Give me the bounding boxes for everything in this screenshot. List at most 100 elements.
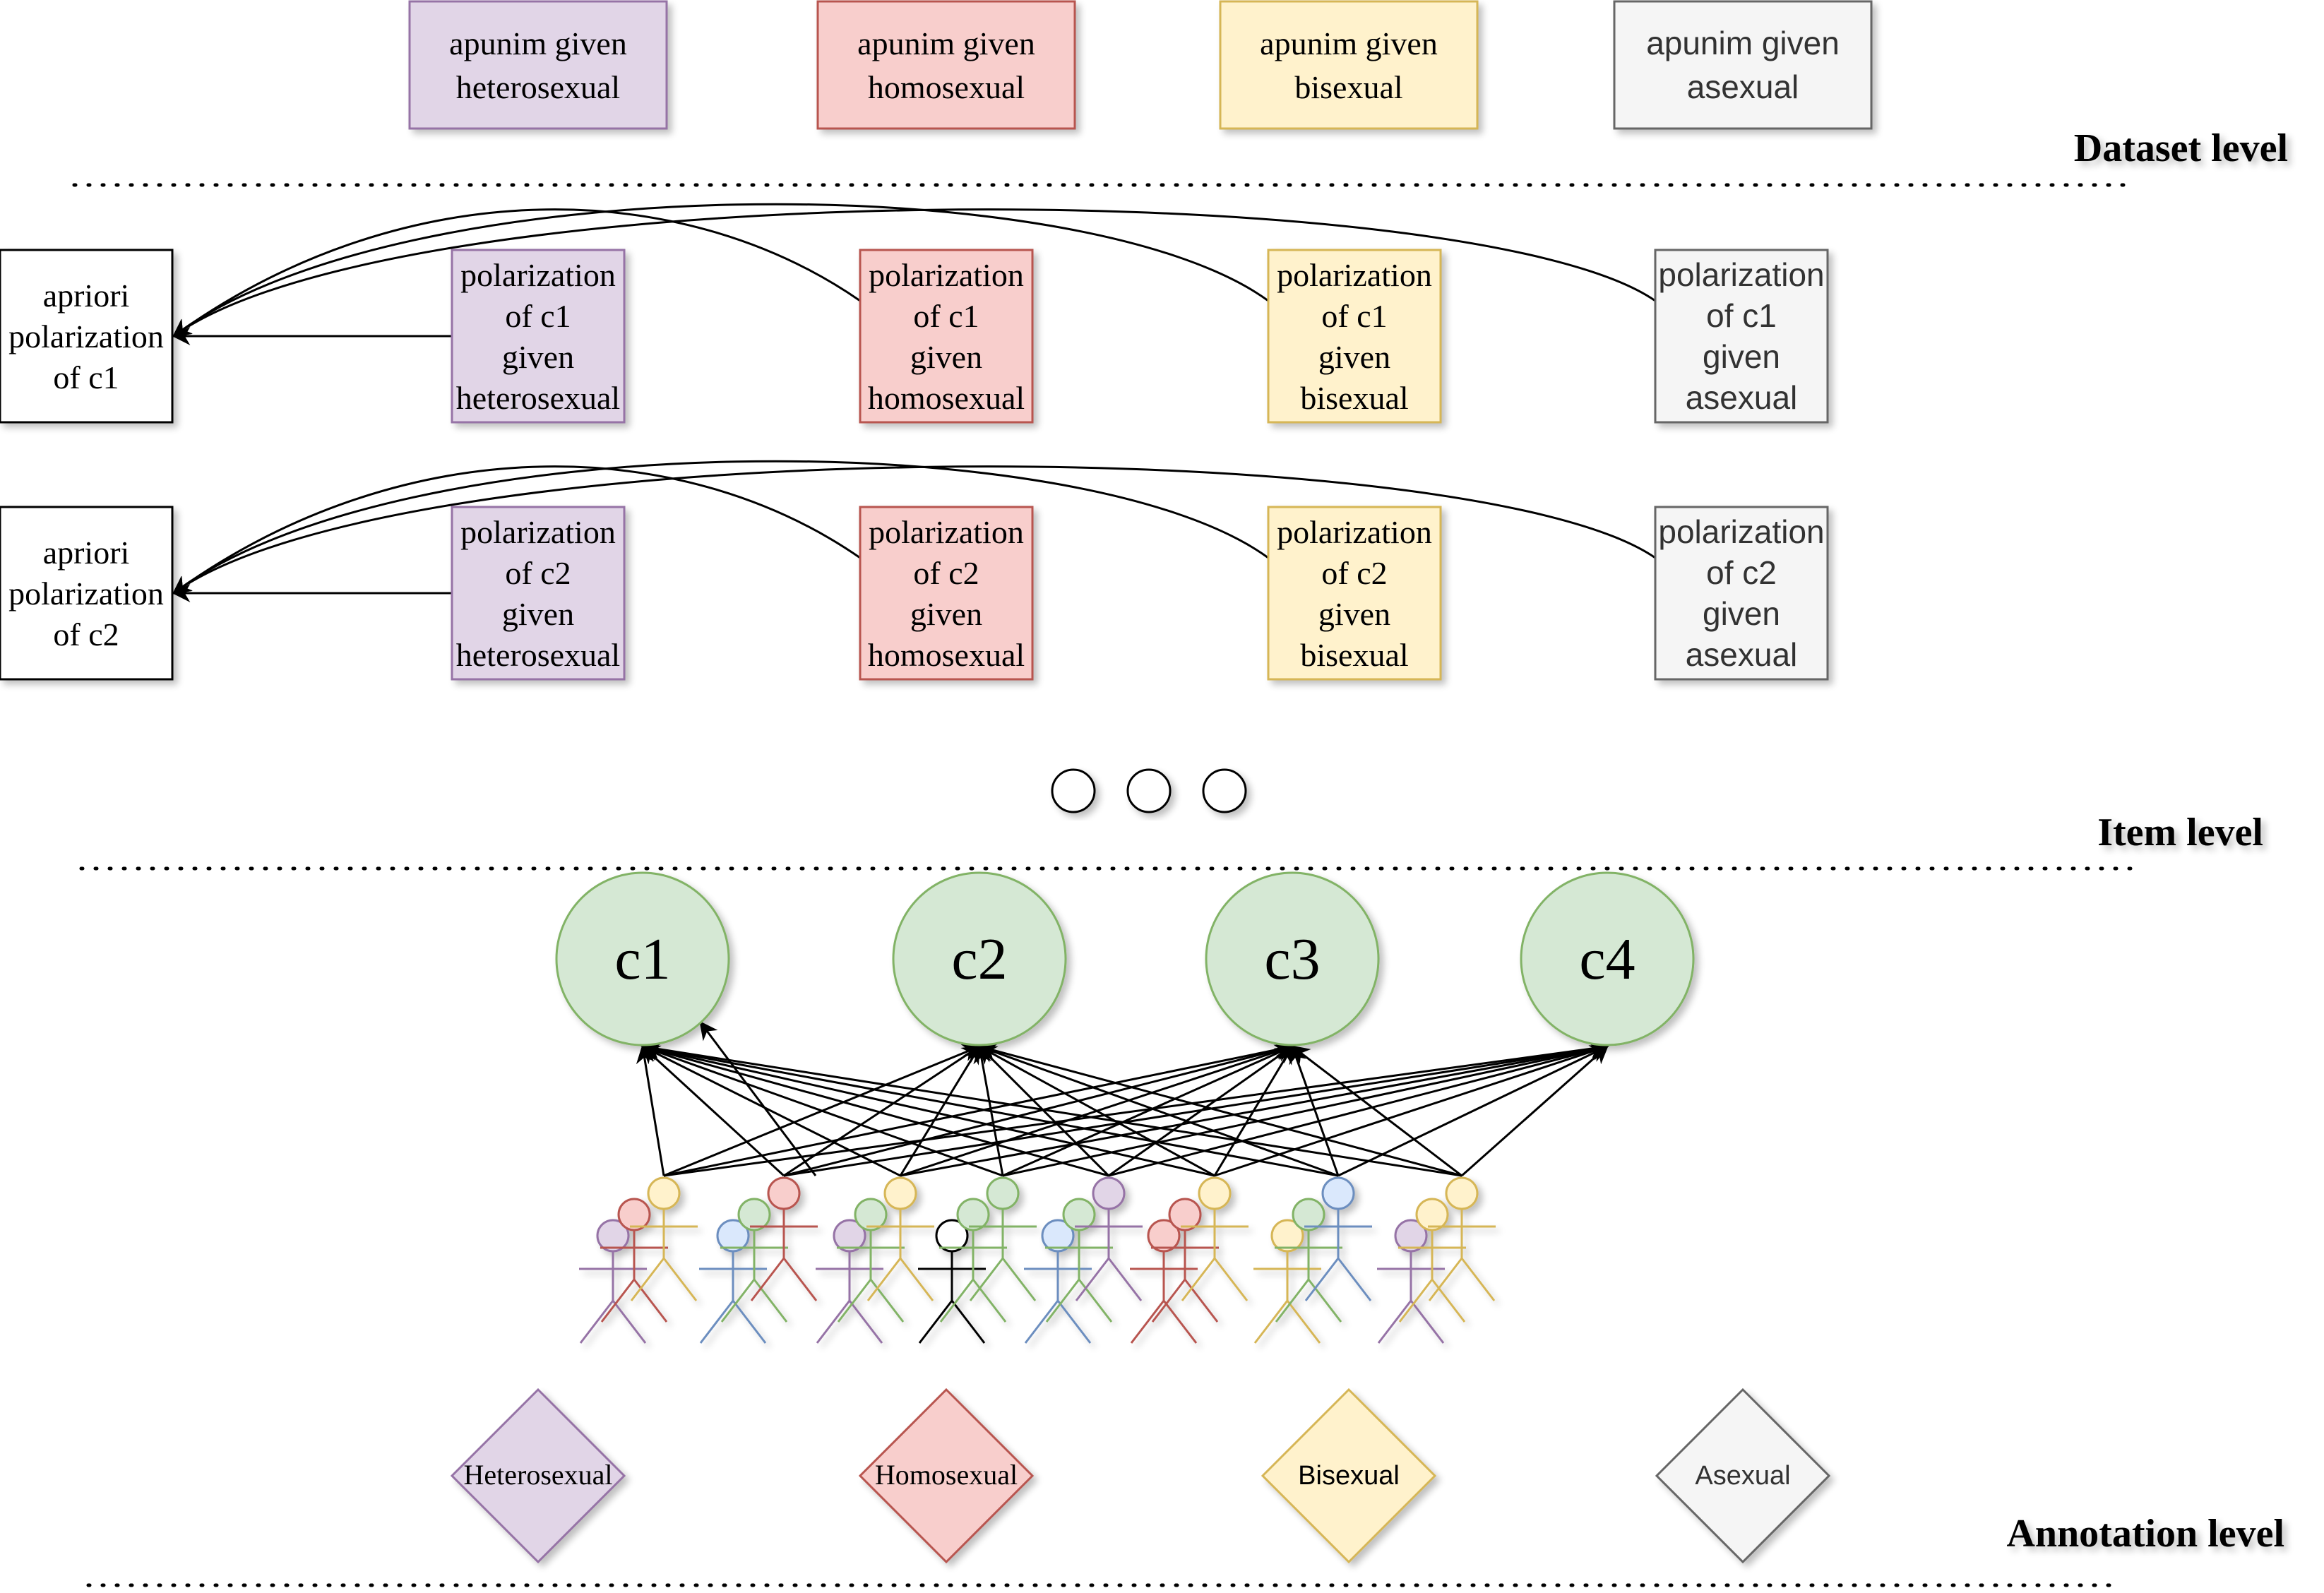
annotation-edge [977,1045,1215,1177]
polarization-box-label-line: given [910,339,982,375]
polarization-box-label-line: asexual [1686,636,1798,673]
polarization-box-label-line: heterosexual [456,380,620,416]
comment-label: c3 [1264,926,1320,992]
annotator-figure [1304,1176,1372,1301]
comment-node-c2: c2 [892,871,1067,1046]
annotator-head [1041,1219,1075,1253]
dataset-box-label-line: apunim given [857,25,1035,61]
comment-nodes: c1 c2 c3 c4 [555,871,1695,1046]
category-diamond [450,1388,626,1564]
comment-circle [555,871,730,1046]
polarization-arrow [172,208,1656,338]
dataset-box-gray: apunim given asexual [1613,0,1873,130]
annotation-edge [1002,1044,1294,1177]
ellipsis-dot [1202,768,1247,813]
dataset-level-label: Dataset level [2074,126,2288,170]
dataset-box-rect [1219,0,1479,130]
annotator-figure [1024,1219,1092,1344]
level-separators [72,183,2135,1587]
category-asexual: Asexual [1655,1388,1831,1564]
annotator-head [737,1198,771,1231]
comment-node-c1: c1 [555,871,730,1046]
annotation-edge [640,1043,1003,1177]
category-diamond [858,1388,1035,1564]
apriori-box-label-line: polarization [8,575,164,611]
annotation-edge [783,1042,1294,1177]
annotator-group [816,1176,934,1344]
annotator-figure [600,1198,668,1323]
polarization-box-label-line: polarization [1277,514,1432,550]
polarization-box-label-line: polarization [869,514,1024,550]
polarization-box-label-line: polarization [1658,256,1824,293]
annotator-group [579,1176,698,1344]
polarization-box-label-line: polarization [460,514,616,550]
dataset-box-label-line: apunim given [1646,25,1840,61]
annotator-figure [918,1219,986,1344]
polarization-box-label-line: of c1 [1706,297,1777,334]
annotation-edge [1002,1041,1609,1177]
polarization-box-label-line: bisexual [1300,637,1408,673]
ellipsis-dot [1051,768,1096,813]
annotator-head [1147,1219,1181,1253]
annotator-head [596,1219,630,1253]
annotation-edge [1461,1045,1609,1177]
annotator-figure [1130,1219,1198,1344]
polarization-box-label-line: polarization [460,257,616,293]
polarization-box-label-line: polarization [1658,513,1824,550]
polarization-box-label-line: heterosexual [456,637,620,673]
annotator-figure [866,1176,934,1301]
annotator-head [833,1219,866,1253]
annotator-figure [1151,1198,1219,1323]
polarization-box-label-line: bisexual [1300,380,1408,416]
annotation-edge [977,1042,1462,1177]
annotation-edge [1213,1044,1294,1176]
annotation-edge [640,1041,1215,1177]
annotator-group [918,1176,1037,1344]
comment-label: c4 [1579,926,1635,992]
comment-node-c3: c3 [1205,871,1380,1046]
polarization-box-label-line: given [1703,338,1780,375]
polarization-box-rect [859,506,1034,681]
annotator-figure [1275,1198,1342,1323]
annotator-figure [816,1219,883,1344]
annotator-figure [939,1198,1007,1323]
dataset-box-label-line: asexual [1687,68,1799,105]
polarization-box-label-line: given [502,596,574,632]
apriori-box-label-line: polarization [8,318,164,354]
category-diamond [1655,1388,1831,1564]
annotation-edge [640,1039,1462,1177]
polarization-box-label-line: given [1703,595,1780,632]
annotation-edge [1108,1045,1294,1177]
polarization-box-label-line: polarization [1277,257,1432,293]
annotation-edge [699,1020,817,1176]
annotation-edge [978,1045,1110,1177]
annotator-head [1198,1176,1232,1210]
annotator-figure [1398,1198,1466,1323]
annotator-head [986,1176,1020,1210]
annotator-head [716,1219,750,1253]
annotator-head [617,1198,651,1231]
item-level-label: Item level [2097,811,2263,854]
annotator-figure [750,1176,818,1301]
polarization-box-rect [451,506,626,681]
category-label: Bisexual [1298,1461,1400,1491]
polarization-box-label-line: of c2 [913,555,979,591]
polarization-box-rect [1654,506,1829,681]
annotator-head [854,1198,888,1231]
apriori-box-label-line: apriori [43,278,130,314]
polarization-box-label: polarization of c2 given heterosexual [456,514,620,673]
annotator-group [1377,1176,1496,1344]
polarization-box-label-line: of c2 [505,555,571,591]
